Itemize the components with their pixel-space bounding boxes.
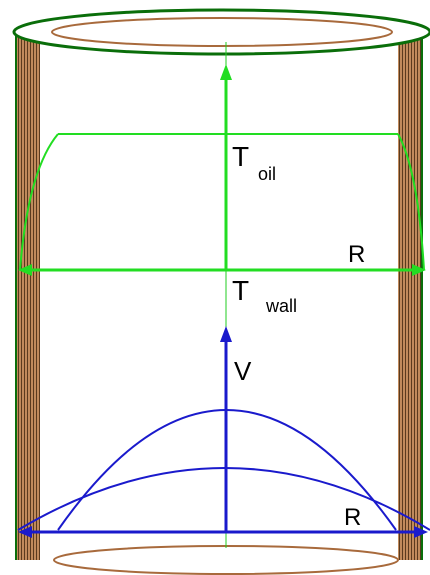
t-oil-subscript: oil [258,164,276,184]
r-lower-label: R [344,504,361,531]
t-wall-label: T [232,275,249,306]
radius-axis-upper-right-arrowhead [412,264,426,276]
temperature-profile-left-curve [19,133,59,271]
radius-axis-lower-left-arrowhead [18,526,32,538]
t-oil-label: T [232,141,249,172]
radius-axis-lower-right-arrowhead [414,526,428,538]
velocity-axis-arrowhead [220,326,232,342]
temperature-profile-right-curve [397,133,425,271]
temperature-axis-arrowhead [220,64,232,80]
pipe-wall-right [398,30,422,560]
pipe-top-rim-inner [51,17,393,47]
pipe-wall-left [16,30,40,560]
radius-axis-upper-left-arrowhead [18,264,32,276]
r-upper-label: R [348,241,365,268]
pipe-bottom-rim [53,545,399,575]
velocity-profile-wide [17,467,430,531]
t-wall-subscript: wall [265,296,297,316]
v-axis-label: V [234,356,252,386]
